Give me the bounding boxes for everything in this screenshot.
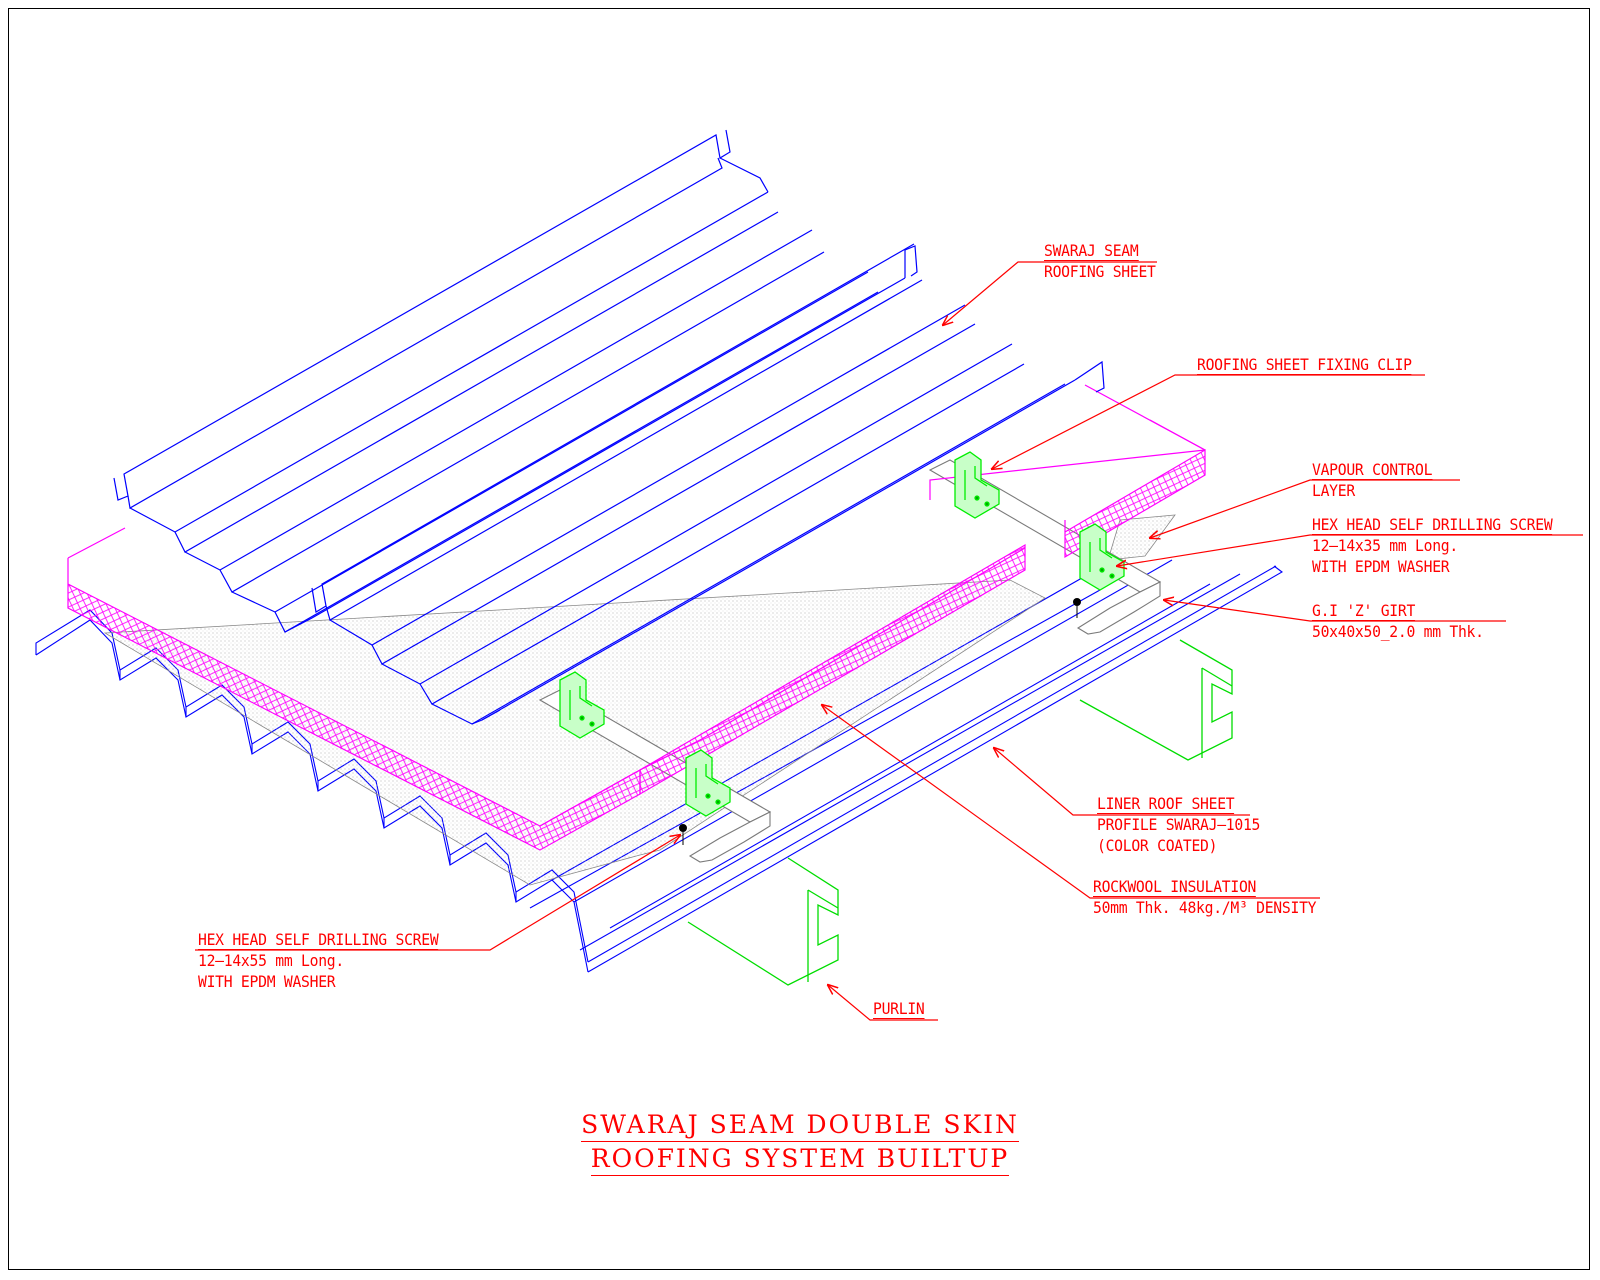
label-line: SWARAJ SEAM bbox=[1044, 241, 1139, 261]
label-seam-roofing-sheet: SWARAJ SEAM ROOFING SHEET bbox=[1044, 240, 1156, 282]
label-screw-bottom: HEX HEAD SELF DRILLING SCREW 12–14x55 mm… bbox=[198, 929, 439, 992]
seam-roofing-sheet-left bbox=[113, 129, 918, 633]
label-line: VAPOUR CONTROL bbox=[1312, 460, 1433, 480]
label-line: 12–14x35 mm Long. bbox=[1312, 536, 1458, 555]
label-line: HEX HEAD SELF DRILLING SCREW bbox=[198, 930, 439, 950]
screw-head-left bbox=[679, 824, 687, 832]
label-line: 50mm Thk. 48kg./M³ DENSITY bbox=[1093, 898, 1317, 917]
seam-roofing-sheet-right bbox=[311, 243, 1105, 725]
label-fixing-clip: ROOFING SHEET FIXING CLIP bbox=[1197, 354, 1412, 375]
label-line: WITH EPDM WASHER bbox=[1312, 557, 1450, 576]
label-line: ROCKWOOL INSULATION bbox=[1093, 877, 1257, 897]
label-rockwool: ROCKWOOL INSULATION 50mm Thk. 48kg./M³ D… bbox=[1093, 876, 1317, 918]
label-line: 12–14x55 mm Long. bbox=[198, 951, 344, 970]
label-purlin: PURLIN bbox=[873, 998, 925, 1019]
insulation-slab-middle bbox=[639, 543, 1026, 796]
fixing-clip-1 bbox=[559, 671, 605, 739]
leader-lines bbox=[195, 261, 1583, 1021]
screw-head-right bbox=[1073, 598, 1081, 606]
drawing-title: SWARAJ SEAM DOUBLE SKIN ROOFING SYSTEM B… bbox=[0, 1108, 1600, 1176]
label-z-girt: G.I 'Z' GIRT 50x40x50_2.0 mm Thk. bbox=[1312, 600, 1484, 642]
label-line: HEX HEAD SELF DRILLING SCREW bbox=[1312, 515, 1553, 535]
label-line: (COLOR COATED) bbox=[1097, 836, 1218, 855]
label-line: LAYER bbox=[1312, 481, 1355, 500]
label-liner-sheet: LINER ROOF SHEET PROFILE SWARAJ–1015 (CO… bbox=[1097, 793, 1260, 856]
fixing-clip-3 bbox=[954, 451, 1000, 519]
label-screw-top: HEX HEAD SELF DRILLING SCREW 12–14x35 mm… bbox=[1312, 514, 1553, 577]
title-line-1: SWARAJ SEAM DOUBLE SKIN bbox=[581, 1108, 1019, 1142]
label-line: WITH EPDM WASHER bbox=[198, 972, 336, 991]
label-line: 50x40x50_2.0 mm Thk. bbox=[1312, 622, 1484, 641]
label-line: PURLIN bbox=[873, 999, 925, 1019]
purlin-near bbox=[687, 857, 839, 986]
label-line: LINER ROOF SHEET bbox=[1097, 794, 1235, 814]
label-line: ROOFING SHEET bbox=[1044, 262, 1156, 281]
label-line: G.I 'Z' GIRT bbox=[1312, 601, 1416, 621]
title-line-2: ROOFING SYSTEM BUILTUP bbox=[590, 1142, 1010, 1176]
label-line: ROOFING SHEET FIXING CLIP bbox=[1197, 355, 1412, 375]
purlin-far bbox=[1079, 639, 1233, 761]
label-vapour-control: VAPOUR CONTROL LAYER bbox=[1312, 459, 1432, 501]
drawing-border bbox=[8, 8, 1590, 1270]
fixing-clip-2 bbox=[685, 749, 731, 817]
label-line: PROFILE SWARAJ–1015 bbox=[1097, 815, 1261, 834]
